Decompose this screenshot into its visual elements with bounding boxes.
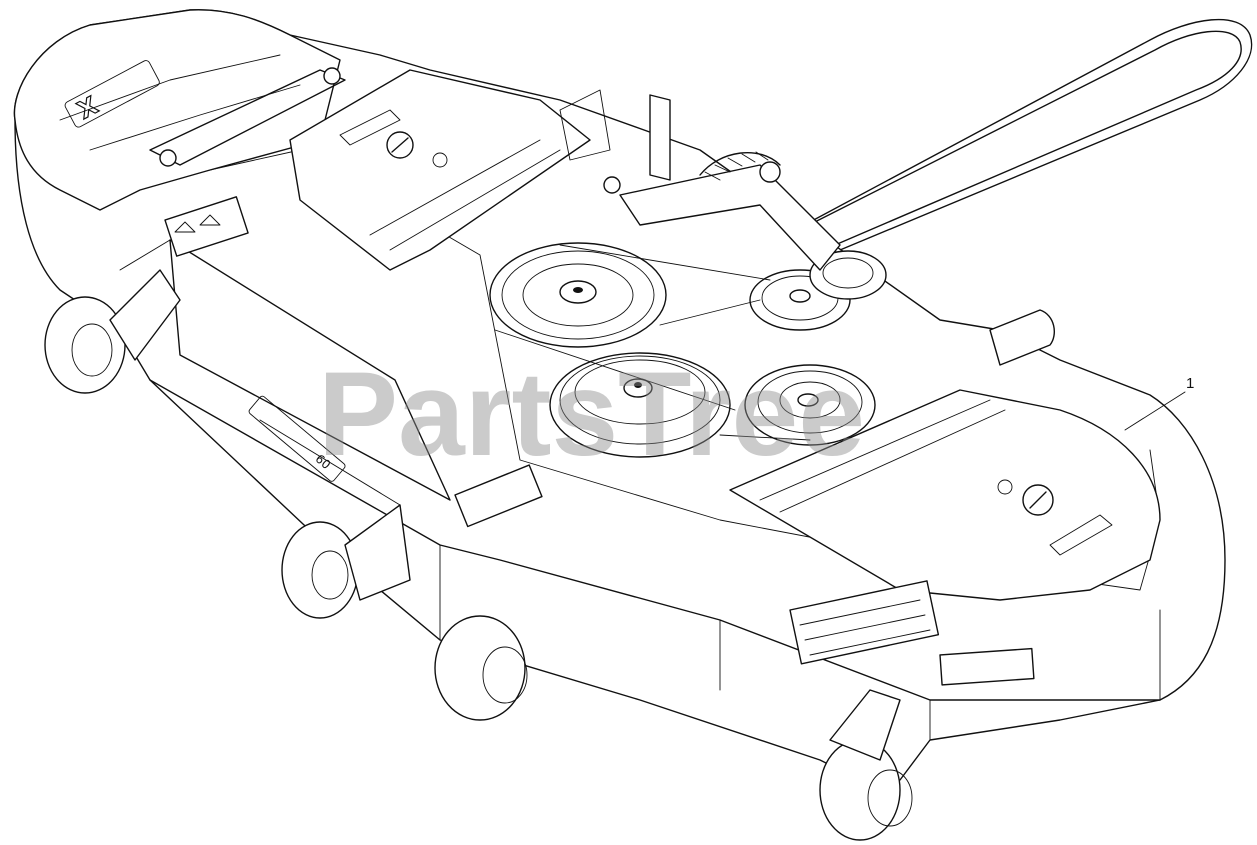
anti-scalp-wheel-front-right — [819, 689, 913, 841]
safety-decal-left — [164, 196, 249, 257]
deck-belt-runs — [494, 244, 811, 441]
warning-decal-center — [789, 580, 940, 665]
right-belt-cover — [729, 389, 1161, 601]
safety-decal-front — [454, 464, 543, 528]
drive-belt — [779, 18, 1253, 251]
spindle-pulley-left — [489, 242, 667, 348]
anti-scalp-wheel-mid-left — [281, 504, 411, 619]
safety-decal-right — [939, 647, 1035, 686]
roller-right-rear — [989, 309, 1056, 366]
idler-pulley-upper — [749, 250, 887, 331]
watermark: PartsTree — [318, 347, 865, 481]
left-belt-cover — [289, 69, 591, 271]
spindle-pulley-center — [549, 352, 731, 458]
idler-pulley-right — [744, 364, 876, 446]
anti-scalp-wheel-rear-left — [44, 269, 181, 394]
callout-1: 1 — [1124, 375, 1194, 431]
left-spindle-housing: X — [13, 9, 346, 211]
callout-label: 1 — [1186, 375, 1194, 392]
anti-scalp-wheel-front-left — [434, 615, 528, 721]
idler-arm-assembly — [559, 89, 841, 271]
